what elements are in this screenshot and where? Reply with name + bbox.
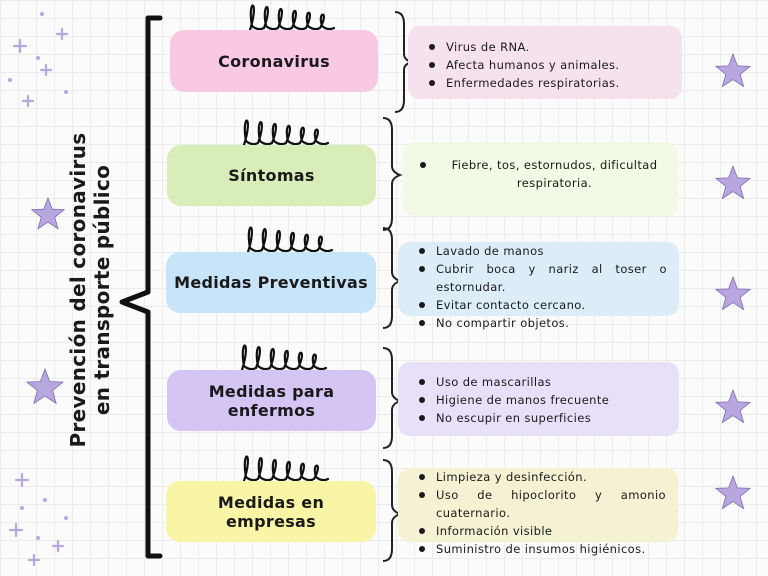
decorative-loops: [248, 4, 336, 32]
list-item: Cubrir boca y nariz al toser o estornuda…: [416, 260, 667, 296]
list-item: Suministro de insumos higiénicos.: [416, 540, 666, 558]
star-icon: [714, 275, 752, 311]
sparkle-icon: [12, 38, 28, 54]
sparkle-icon: [55, 27, 69, 41]
detail-list: Uso de mascarillas Higiene de manos frec…: [416, 373, 667, 427]
list-item: Uso de mascarillas: [416, 373, 667, 391]
list-item: Lavado de manos: [416, 242, 667, 260]
star-icon: [714, 164, 752, 200]
decorative-loops: [242, 119, 330, 147]
list-item: Limpieza y desinfección.: [416, 468, 666, 486]
sparkle-icon: [14, 472, 30, 488]
detail-list: Virus de RNA. Afecta humanos y animales.…: [426, 38, 668, 92]
sparkle-icon: [8, 522, 24, 538]
star-icon: [30, 196, 66, 230]
star-icon: [25, 367, 65, 405]
sparkle-icon: [39, 63, 53, 77]
dot-icon: [8, 78, 12, 82]
list-item: No compartir objetos.: [416, 314, 667, 332]
decorative-loops: [246, 226, 334, 254]
topic-title: Síntomas: [228, 166, 315, 185]
star-icon: [714, 52, 752, 88]
list-item: Evitar contacto cercano.: [416, 296, 667, 314]
list-item: Enfermedades respiratorias.: [426, 74, 668, 92]
topic-box-medidas-preventivas: Medidas Preventivas: [166, 252, 376, 313]
topic-title-line-1: Medidas para: [208, 381, 335, 401]
dot-icon: [43, 498, 47, 502]
title-line-1: Prevención del coronavirus: [66, 132, 90, 448]
topic-box-medidas-empresas: Medidas en empresas: [166, 481, 376, 542]
dot-icon: [64, 516, 68, 520]
detail-box-sintomas: Fiebre, tos, estornudos, dificultad resp…: [403, 142, 678, 216]
list-item: Uso de hipoclorito y amonio cuaternario.: [416, 486, 666, 522]
vertical-title: Prevención del coronavirus en transporte…: [66, 70, 114, 510]
dot-icon: [20, 506, 24, 510]
topic-title-line-1: Medidas en: [217, 492, 325, 512]
star-icon: [714, 388, 752, 424]
small-brace-2: [382, 117, 403, 231]
star-icon: [714, 474, 752, 510]
topic-box-sintomas: Síntomas: [167, 145, 376, 206]
detail-box-medidas-preventivas: Lavado de manos Cubrir boca y nariz al t…: [398, 242, 679, 330]
sparkle-icon: [27, 553, 41, 567]
title-line-2: en transporte público: [90, 164, 114, 416]
list-item: Higiene de manos frecuente: [416, 391, 667, 409]
dot-icon: [36, 56, 40, 60]
detail-box-medidas-enfermos: Uso de mascarillas Higiene de manos frec…: [398, 362, 679, 436]
detail-box-medidas-empresas: Limpieza y desinfección. Uso de hipoclor…: [398, 468, 678, 556]
list-item: Fiebre, tos, estornudos, dificultad resp…: [417, 156, 666, 192]
list-item: Información visible: [416, 522, 666, 540]
detail-list: Lavado de manos Cubrir boca y nariz al t…: [416, 242, 667, 332]
topic-box-medidas-enfermos: Medidas para enfermos: [167, 370, 376, 431]
dot-icon: [64, 90, 68, 94]
list-item: Virus de RNA.: [426, 38, 668, 56]
dot-icon: [40, 12, 44, 16]
topic-box-coronavirus: Coronavirus: [170, 30, 378, 92]
decorative-loops: [242, 455, 330, 483]
decorative-loops: [240, 344, 328, 372]
topic-title-line-2: enfermos: [227, 400, 316, 420]
sparkle-icon: [51, 539, 65, 553]
detail-list: Fiebre, tos, estornudos, dificultad resp…: [417, 156, 666, 192]
dot-icon: [36, 536, 40, 540]
topic-title-line-2: empresas: [226, 511, 316, 531]
list-item: No escupir en superficies: [416, 409, 667, 427]
topic-title: Medidas Preventivas: [174, 273, 368, 292]
detail-list: Limpieza y desinfección. Uso de hipoclor…: [416, 468, 666, 558]
sparkle-icon: [21, 94, 35, 108]
topic-title: Coronavirus: [218, 51, 330, 71]
detail-box-coronavirus: Virus de RNA. Afecta humanos y animales.…: [408, 26, 682, 99]
list-item: Afecta humanos y animales.: [426, 56, 668, 74]
main-brace: [119, 15, 163, 559]
